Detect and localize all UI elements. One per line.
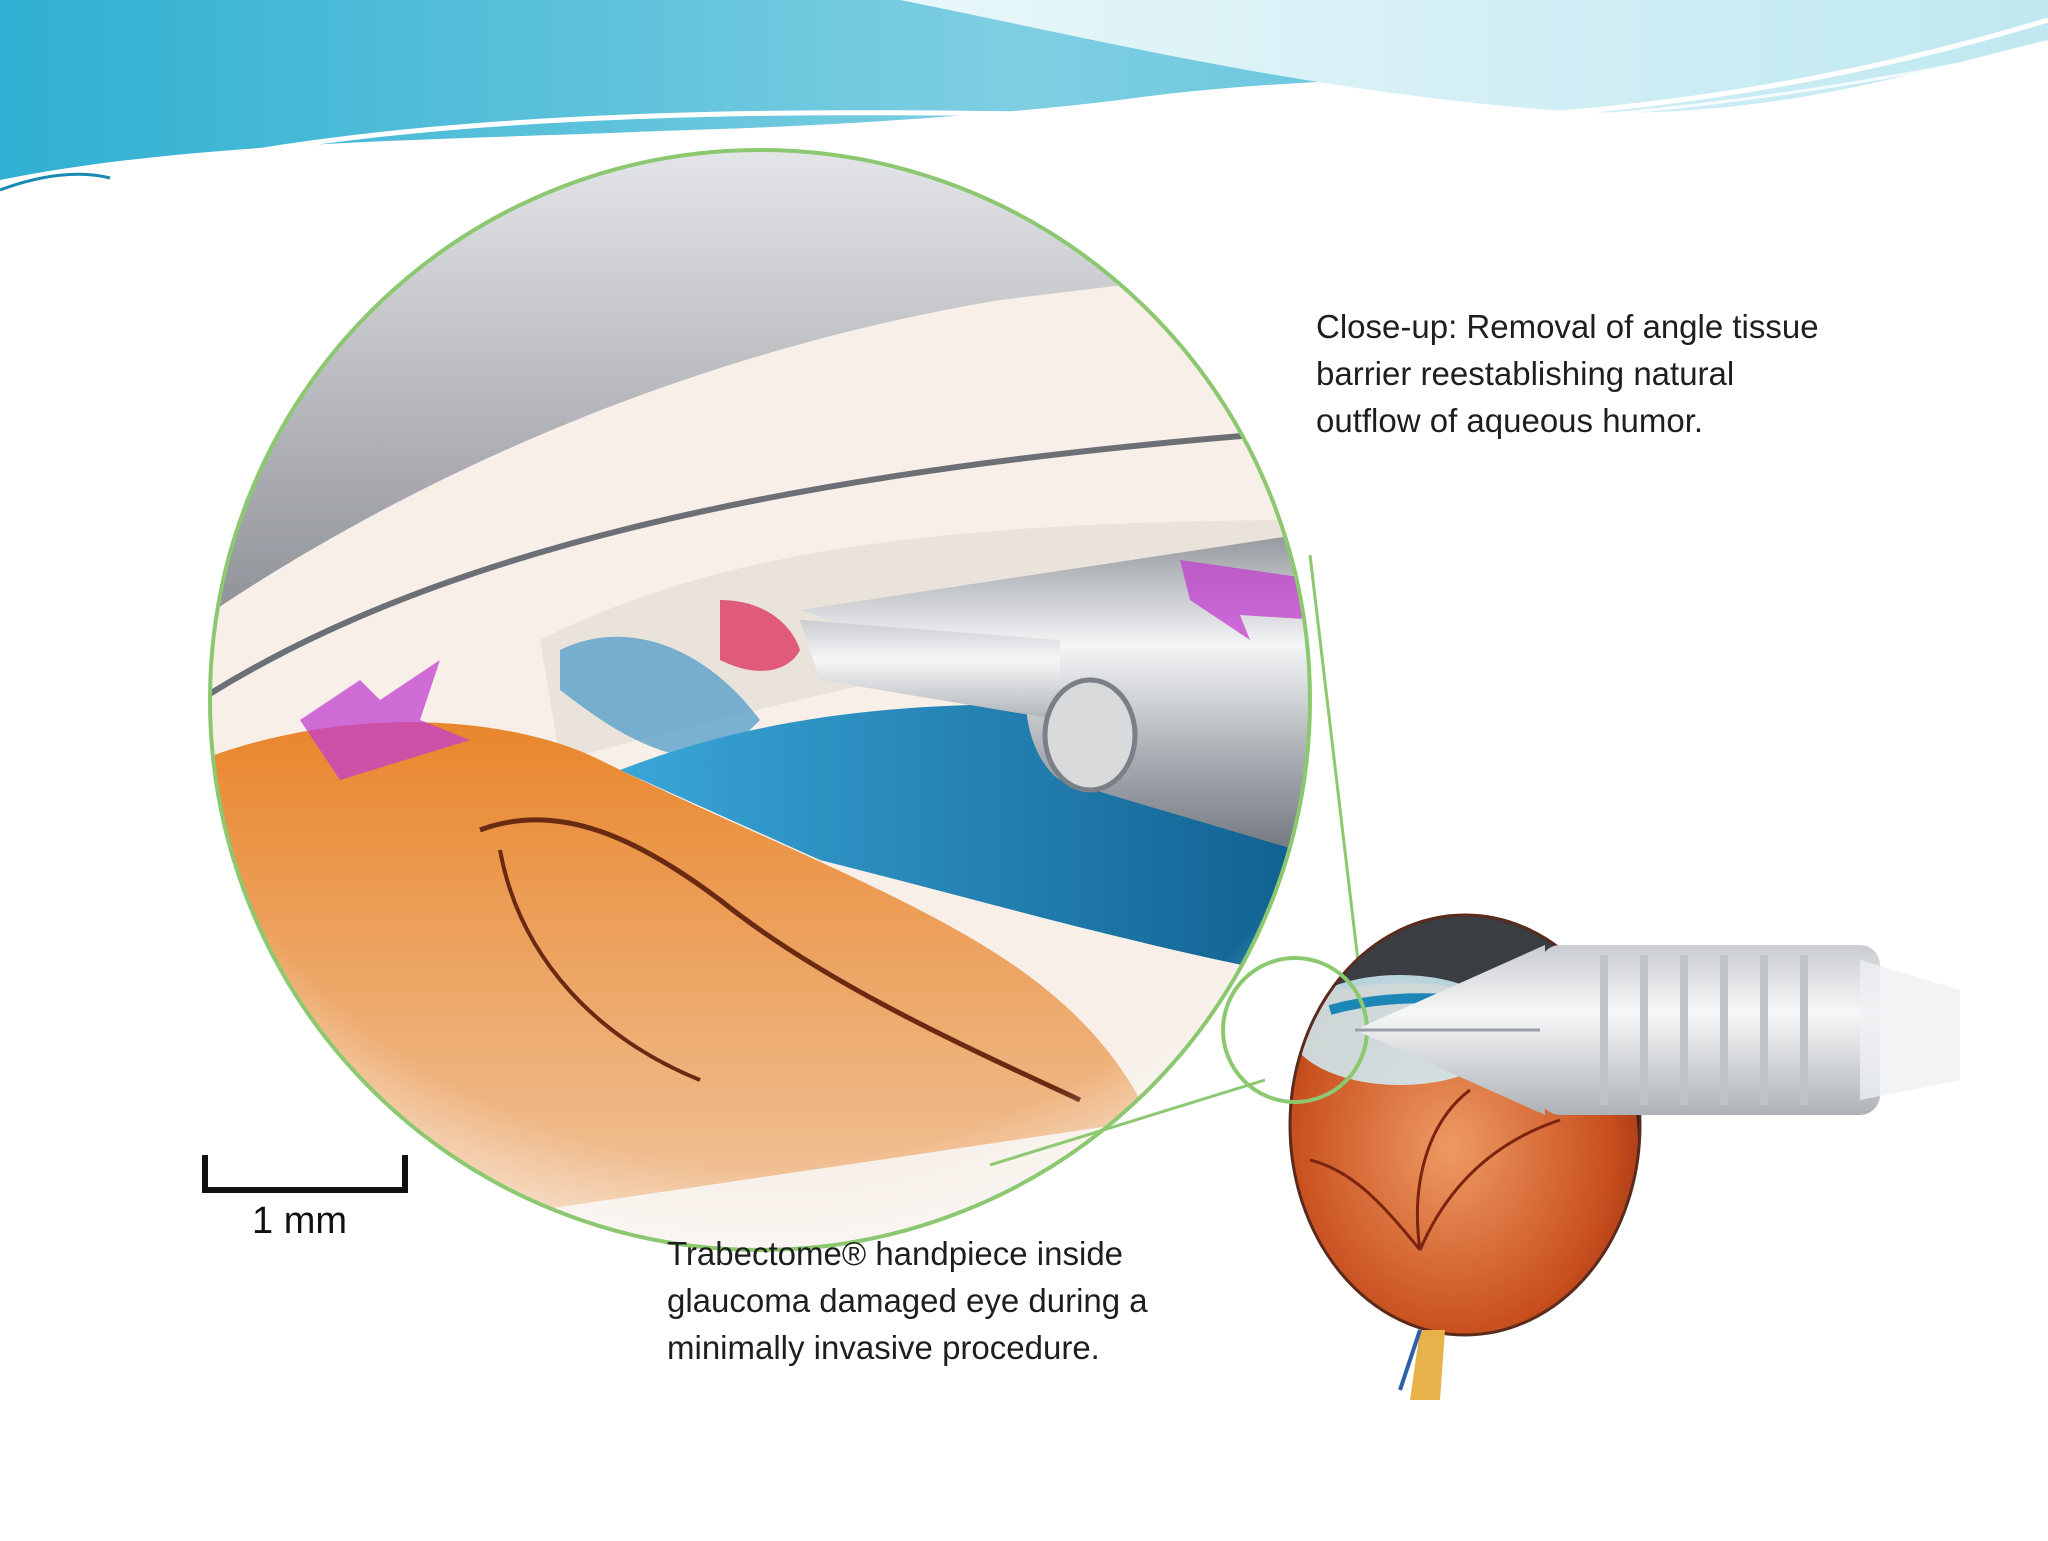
closeup-caption-line: outflow of aqueous humor. (1316, 402, 1704, 439)
callout-lines (989, 554, 1364, 1167)
closeup-caption: Close-up: Removal of angle tissue barrie… (1316, 303, 1819, 444)
handpiece-caption: Trabectome® handpiece inside glaucoma da… (667, 1230, 1148, 1371)
scale-bar (202, 1155, 408, 1193)
closeup-caption-line: Close-up: Removal of angle tissue (1316, 308, 1819, 345)
header-wave (0, 0, 2048, 207)
handpiece-caption-line: Trabectome® handpiece inside (667, 1235, 1124, 1272)
scale-bar-label: 1 mm (252, 1200, 347, 1242)
handpiece-caption-line: minimally invasive procedure. (667, 1329, 1100, 1366)
handpiece-caption-line: glaucoma damaged eye during a (667, 1282, 1148, 1319)
closeup-circle (208, 148, 1312, 1252)
trabectome-handpiece (1355, 945, 1960, 1115)
closeup-caption-line: barrier reestablishing natural (1316, 355, 1735, 392)
